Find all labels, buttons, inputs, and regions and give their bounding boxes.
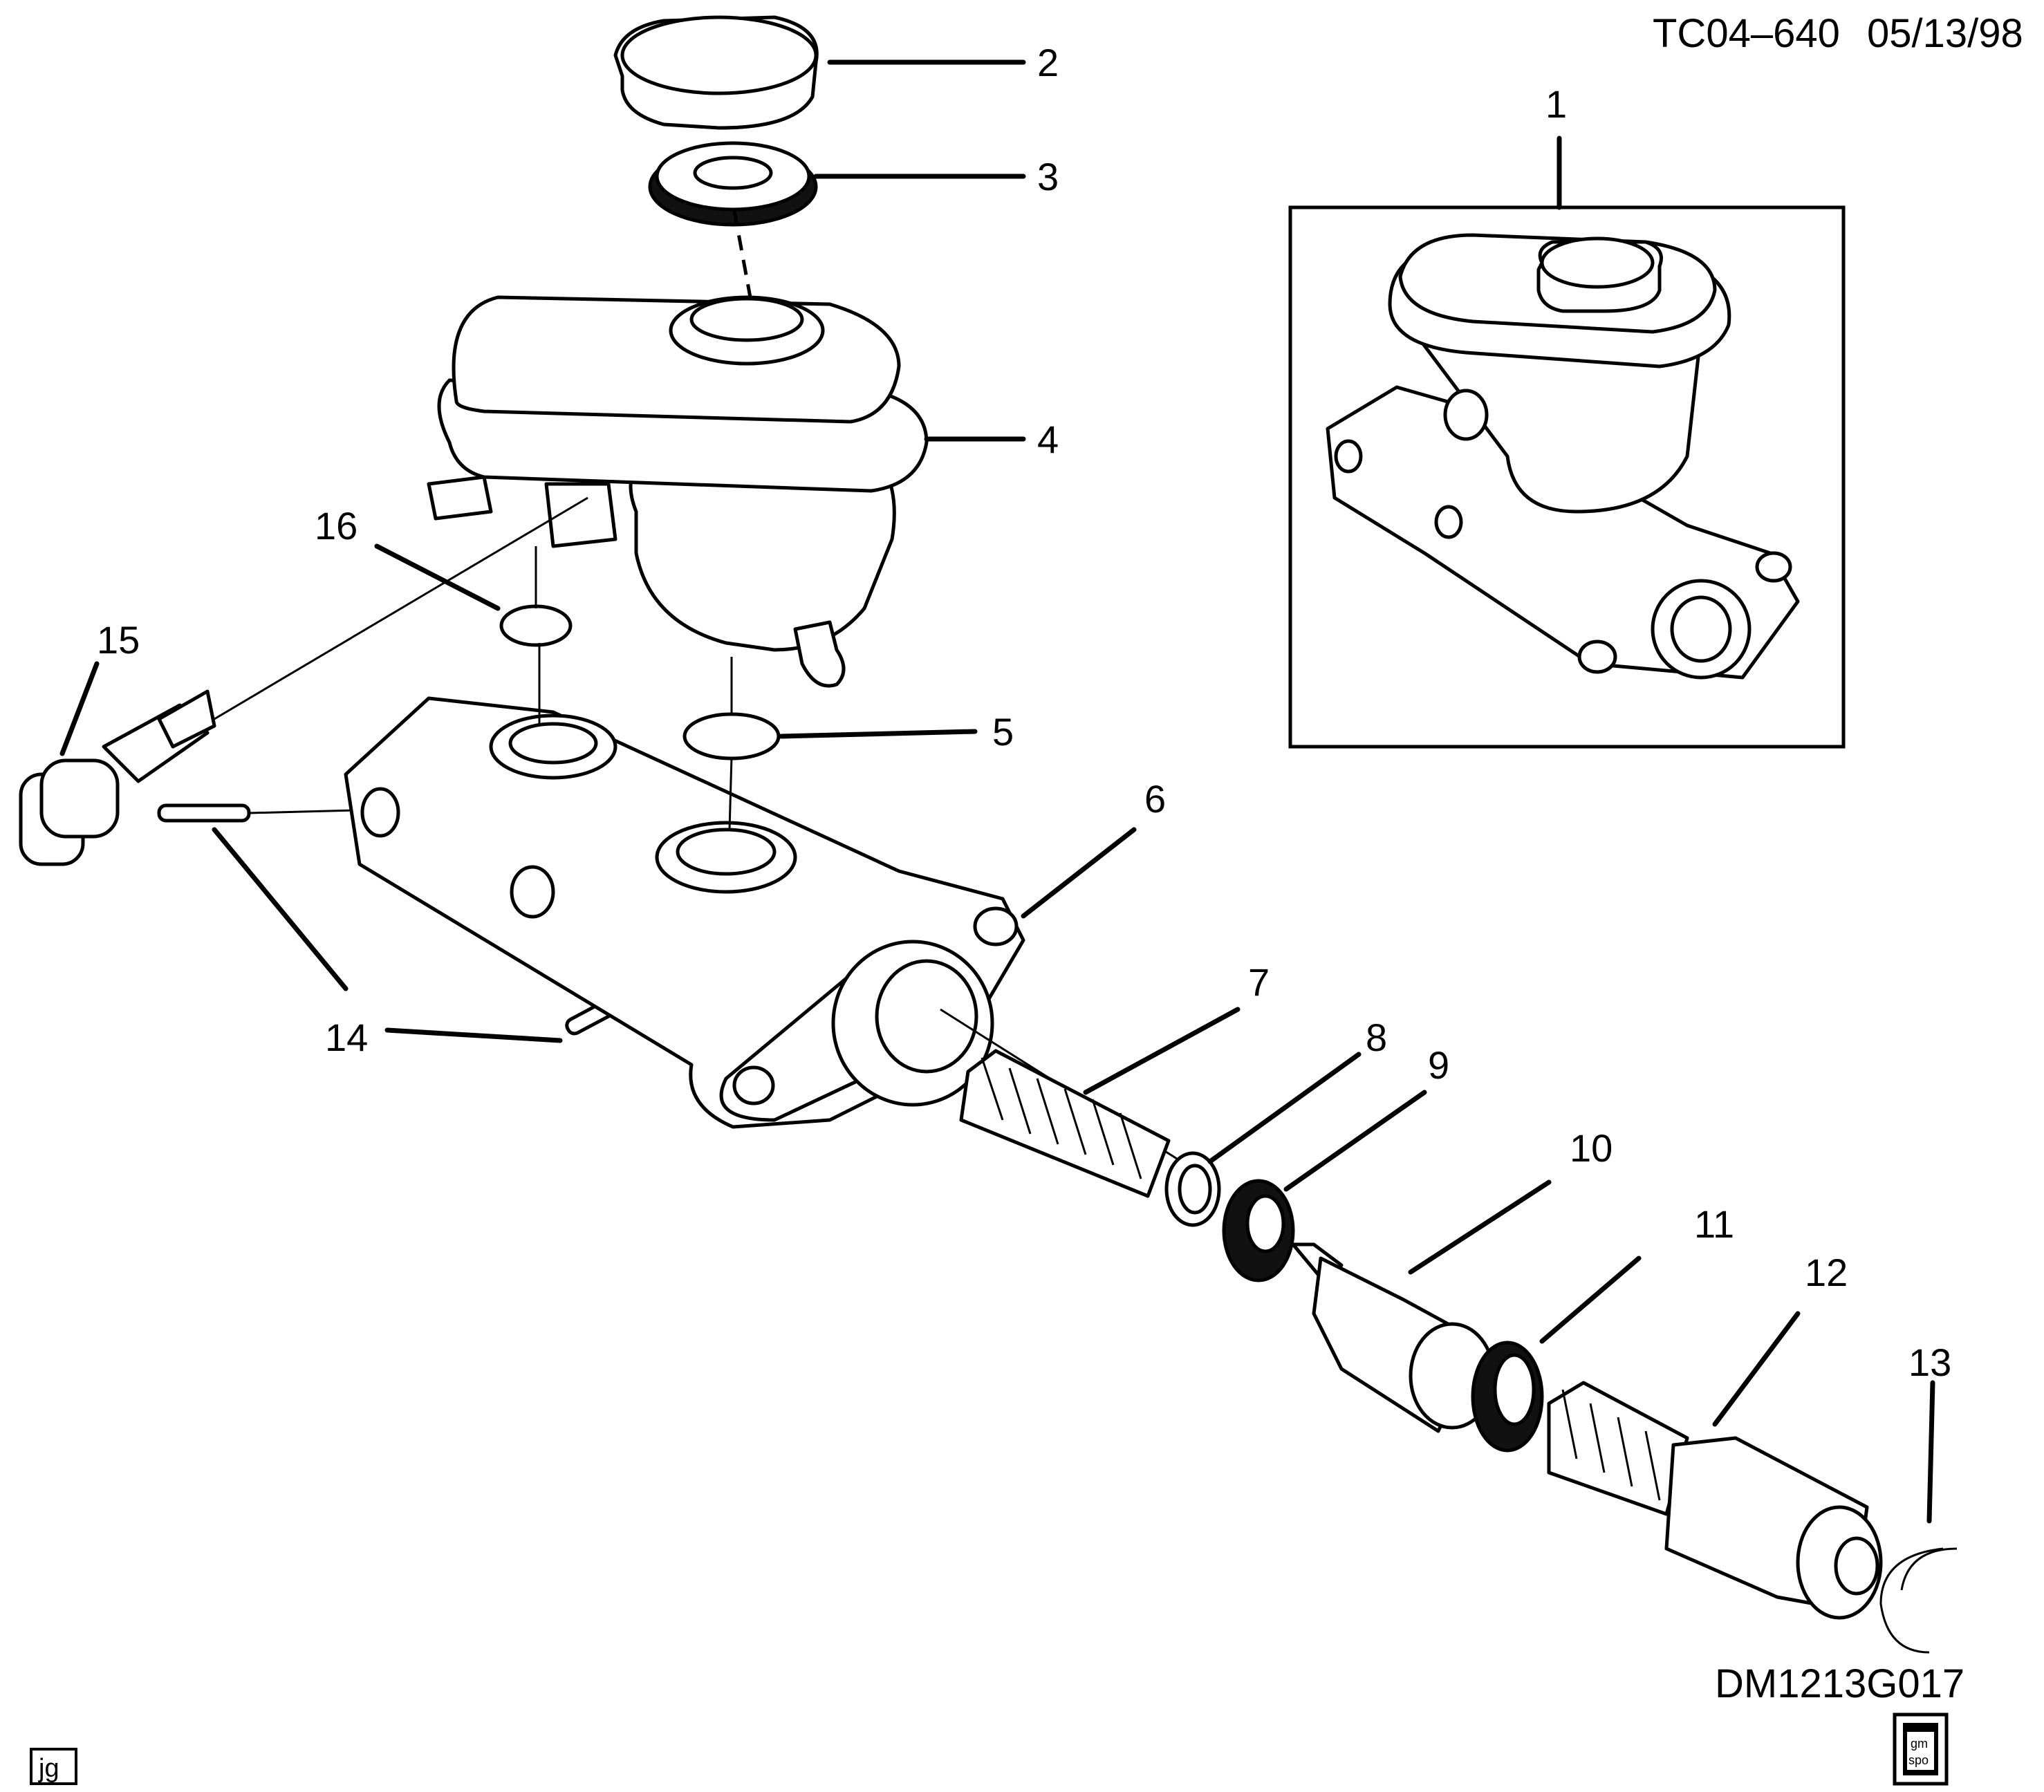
assembly-line-cap <box>732 210 752 298</box>
callout-12: 12 <box>1805 1251 1848 1294</box>
initials-box: jg <box>30 1748 77 1785</box>
diagram-date: 05/13/98 <box>1867 11 2023 56</box>
reservoir-cap <box>613 15 819 130</box>
reservoir-diaphragm <box>648 141 818 227</box>
callout-3: 3 <box>1037 155 1059 198</box>
diagram-code-header: TC04–640 <box>1653 11 1840 56</box>
guide-grommet-large <box>728 756 733 830</box>
callout-11: 11 <box>1694 1202 1734 1246</box>
reservoir-grommet-small <box>499 604 573 647</box>
callout-15: 15 <box>97 618 140 662</box>
fluid-level-sensor <box>19 496 588 866</box>
secondary-spring <box>959 1049 1171 1198</box>
callout-7: 7 <box>1248 960 1270 1004</box>
callout-14: 14 <box>325 1016 368 1059</box>
retaining-pin-upper <box>157 803 251 823</box>
callout-13: 13 <box>1908 1341 1951 1384</box>
retaining-snap-ring <box>1879 1547 1944 1654</box>
initials-text: jg <box>38 1754 59 1783</box>
master-cylinder-body <box>344 696 1025 1129</box>
inset-assembled-view <box>1288 205 1846 749</box>
logo-text-spo: spo <box>1908 1753 1929 1767</box>
callout-6: 6 <box>1144 777 1166 821</box>
reservoir-grommet-large <box>682 712 781 760</box>
diagram-code-footer: DM1213G017 <box>1715 1661 1964 1706</box>
callout-4: 4 <box>1037 418 1059 461</box>
callout-10: 10 <box>1570 1126 1613 1170</box>
callout-16: 16 <box>315 504 357 548</box>
fluid-reservoir <box>427 295 929 688</box>
callout-9: 9 <box>1428 1043 1449 1087</box>
callout-8: 8 <box>1366 1016 1387 1059</box>
logo-text-gm: gm <box>1911 1737 1928 1751</box>
gm-spo-logo: gm spo <box>1893 1712 1949 1786</box>
callout-1: 1 <box>1545 82 1567 126</box>
callout-leaders <box>59 59 1935 1524</box>
callout-5: 5 <box>992 710 1014 754</box>
secondary-piston <box>1291 1242 1496 1433</box>
primary-piston-assembly <box>1547 1381 1883 1620</box>
callout-2: 2 <box>1037 41 1059 84</box>
